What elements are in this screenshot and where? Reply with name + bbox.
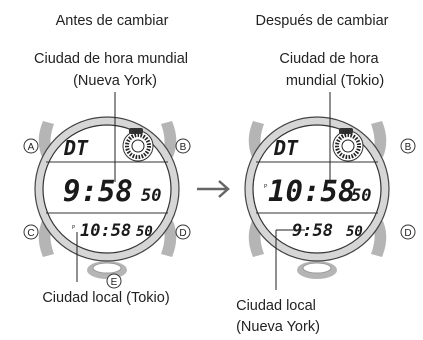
lcd-top-text: DT — [63, 136, 89, 160]
svg-text:E: E — [111, 277, 118, 288]
button-e-inner — [92, 262, 122, 274]
home-city-label-before: Ciudad local (Tokio) — [42, 290, 169, 306]
dial-mark-100-after: 100 — [342, 129, 350, 134]
lcd-bottom-seconds-after: 50 — [346, 224, 363, 240]
lcd-bottom-seconds: 50 — [136, 224, 153, 240]
lcd-bottom-time: 10:58 — [80, 221, 131, 241]
button-d-label-after: D — [400, 224, 416, 240]
heading-after: Después de cambiar — [256, 13, 389, 29]
svg-text:B: B — [180, 142, 187, 153]
watch-before: DT 100 9:58 50 P 10:58 50 — [34, 116, 180, 279]
lcd-p-marker: P — [72, 225, 76, 231]
home-city-label-after-line2: (Nueva York) — [236, 319, 320, 335]
heading-before: Antes de cambiar — [56, 13, 169, 29]
button-a-label: A — [23, 138, 39, 154]
lcd-top-text-after: DT — [273, 136, 299, 160]
lcd-bottom-time-after: 9:58 — [292, 221, 333, 241]
svg-text:D: D — [179, 228, 186, 239]
world-city-label-after-line1: Ciudad de hora — [279, 51, 379, 67]
svg-text:A: A — [28, 142, 35, 153]
button-d-label-before: D — [175, 224, 191, 240]
home-city-label-after-line1: Ciudad local — [236, 298, 316, 314]
lcd-p-marker-after: P — [264, 184, 268, 190]
lcd-main-time: 9:58 — [63, 174, 133, 208]
watch-after: DT 100 P 10:58 50 9:58 50 — [244, 116, 390, 279]
svg-text:C: C — [27, 228, 34, 239]
world-city-label-before-line1: Ciudad de hora mundial — [34, 51, 188, 67]
svg-text:B: B — [405, 142, 412, 153]
world-city-label-after-line2: mundial (Tokio) — [286, 73, 384, 89]
button-b-label-after: B — [400, 138, 416, 154]
dial-indicator: 100 — [122, 128, 154, 162]
dial-indicator-after: 100 — [332, 128, 364, 162]
svg-text:D: D — [404, 228, 411, 239]
change-arrow — [197, 180, 230, 198]
button-e-inner-after — [302, 262, 332, 274]
button-e-label: E — [106, 273, 122, 289]
button-b-label-before: B — [175, 138, 191, 154]
lcd-main-time-after: 10:58 — [268, 174, 355, 208]
button-c-label: C — [23, 224, 39, 240]
lcd-main-seconds: 50 — [141, 186, 161, 206]
lcd-main-seconds-after: 50 — [351, 186, 371, 206]
world-city-label-before-line2: (Nueva York) — [73, 73, 157, 89]
dial-mark-100: 100 — [132, 129, 140, 134]
